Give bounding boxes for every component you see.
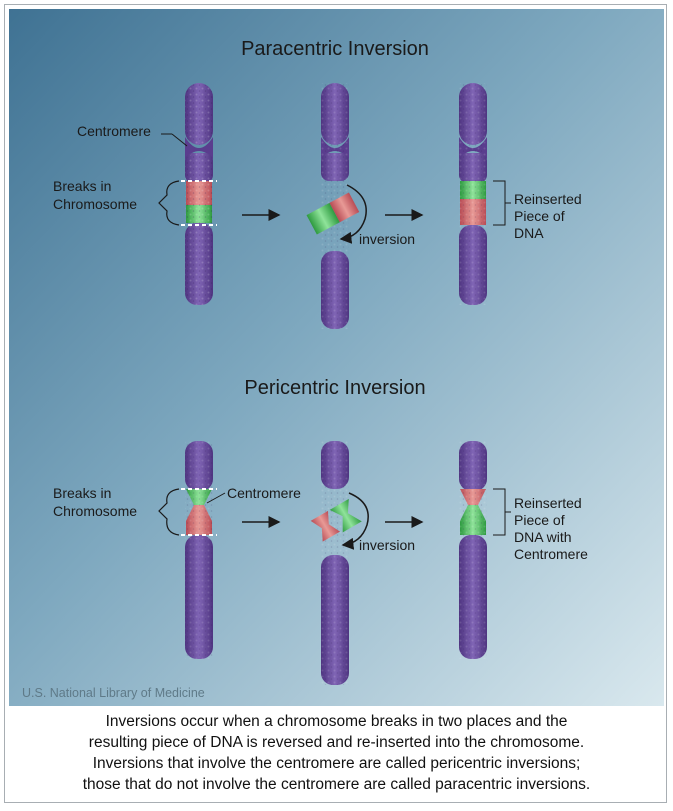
paracentric-inversion-label: inversion	[359, 231, 415, 247]
caption-line: those that do not involve the centromere…	[82, 776, 591, 793]
svg-text:Chromosome: Chromosome	[53, 503, 137, 519]
figure-caption: Inversions occur when a chromosome break…	[10, 711, 663, 795]
svg-text:Breaks in: Breaks in	[53, 485, 111, 501]
svg-text:Centromere: Centromere	[514, 546, 588, 562]
pericentric-detached-segment	[310, 498, 362, 542]
svg-text:DNA with: DNA with	[514, 529, 572, 545]
svg-text:Centromere: Centromere	[227, 485, 301, 501]
svg-text:Centromere: Centromere	[77, 123, 151, 139]
pericentric-chromosome-result	[459, 441, 487, 659]
pericentric-reinserted-label: Reinserted Piece of DNA with Centromere	[493, 488, 588, 562]
paracentric-detached-segment	[306, 192, 360, 235]
svg-text:Breaks in: Breaks in	[53, 178, 111, 194]
paracentric-chromosome-result	[459, 83, 487, 305]
pericentric-chromosome-original	[181, 441, 217, 659]
inversion-arrow-icon	[341, 492, 369, 550]
pericentric-chromosome-broken	[321, 441, 349, 685]
paracentric-reinserted-label: Reinserted Piece of DNA	[493, 180, 582, 241]
pericentric-breaks-label: Breaks in Chromosome	[53, 485, 180, 536]
svg-text:Piece of: Piece of	[514, 512, 565, 528]
paracentric-breaks-label: Breaks in Chromosome	[53, 178, 180, 226]
pericentric-inversion-label: inversion	[359, 537, 415, 553]
caption-line: Inversions occur when a chromosome break…	[105, 713, 568, 730]
svg-text:Chromosome: Chromosome	[53, 196, 137, 212]
caption-line: Inversions that involve the centromere a…	[92, 755, 581, 772]
paracentric-centromere-label: Centromere	[77, 123, 188, 147]
caption-line: resulting piece of DNA is reversed and r…	[88, 734, 585, 751]
svg-text:DNA: DNA	[514, 225, 544, 241]
paracentric-title: Paracentric Inversion	[241, 38, 429, 60]
svg-text:Piece of: Piece of	[514, 208, 565, 224]
svg-text:Reinserted: Reinserted	[514, 495, 582, 511]
credit-label: U.S. National Library of Medicine	[22, 686, 205, 700]
inversion-arrow-icon	[339, 184, 367, 244]
svg-text:Reinserted: Reinserted	[514, 191, 582, 207]
inversion-diagram: Paracentric Inversion Centromere Breaks …	[9, 9, 664, 706]
pericentric-title: Pericentric Inversion	[244, 377, 425, 399]
paracentric-chromosome-original	[181, 83, 217, 305]
pericentric-centromere-label: Centromere	[206, 485, 301, 504]
